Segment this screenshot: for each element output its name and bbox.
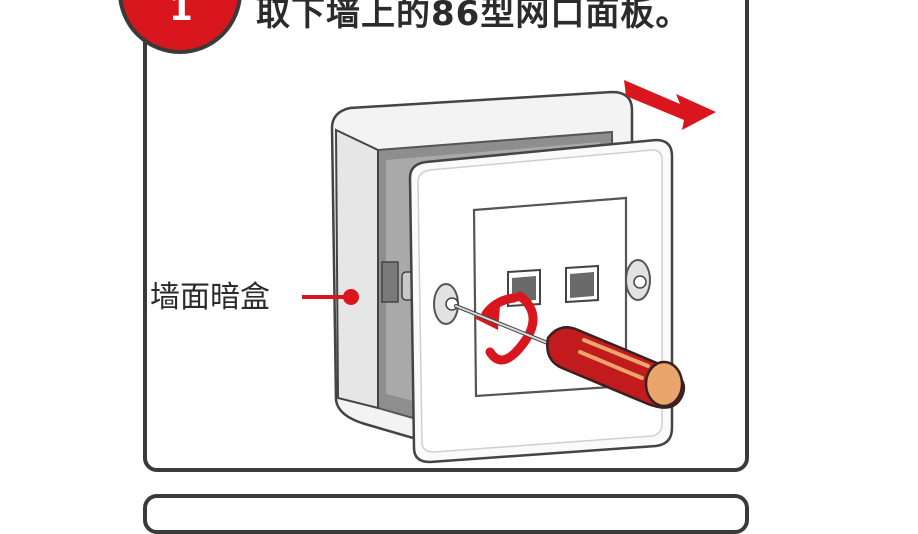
- wall-box-label: 墙面暗盒: [150, 280, 270, 315]
- direction-arrow-icon: [624, 80, 716, 130]
- screwdriver-icon: [454, 304, 686, 409]
- label-pointer: [302, 289, 359, 305]
- face-plate: [408, 138, 674, 464]
- step-number: 1: [169, 0, 193, 29]
- step-title: 取下墙上的86型网口面板。: [256, 0, 691, 34]
- wall-box-illustration: [302, 80, 716, 464]
- next-step-card: [143, 494, 749, 534]
